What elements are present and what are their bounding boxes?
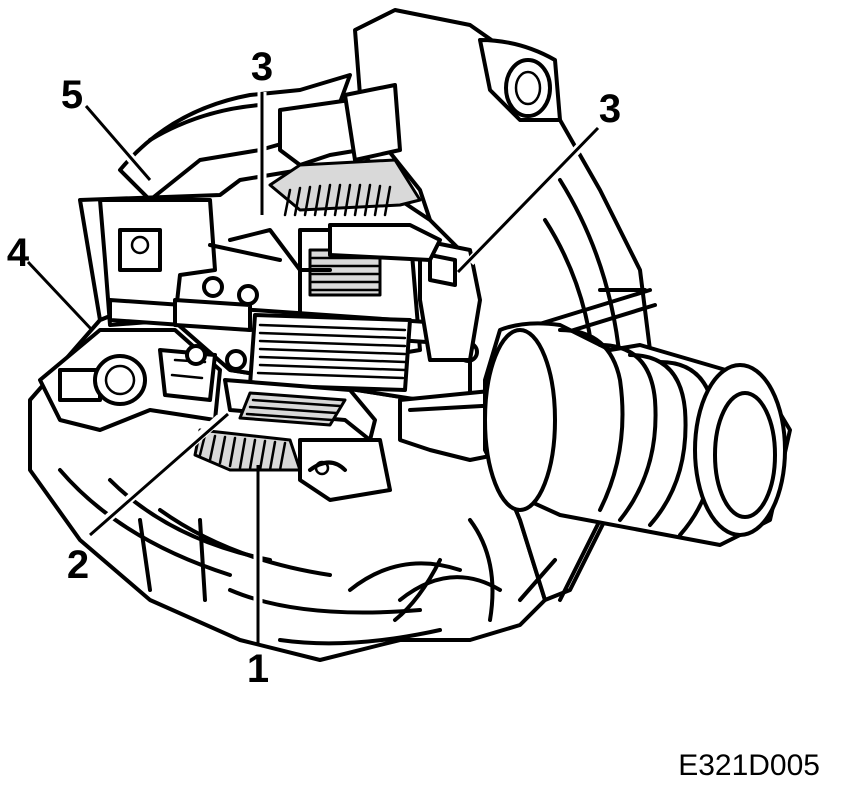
figure-code: E321D005	[678, 749, 820, 782]
callout-brush-holder: 5	[61, 73, 83, 117]
callout-labels: 3 3 5 4 2 1	[7, 45, 621, 691]
leader-lines	[26, 92, 602, 645]
callout-rotor: 2	[67, 543, 89, 587]
callout-stator: 1	[247, 647, 269, 691]
cutaway-section	[38, 83, 522, 502]
pulley	[483, 321, 792, 547]
callout-bearing-top: 3	[251, 45, 273, 89]
callout-bearing-right: 3	[599, 87, 621, 131]
callout-slip-ring: 4	[7, 231, 30, 275]
